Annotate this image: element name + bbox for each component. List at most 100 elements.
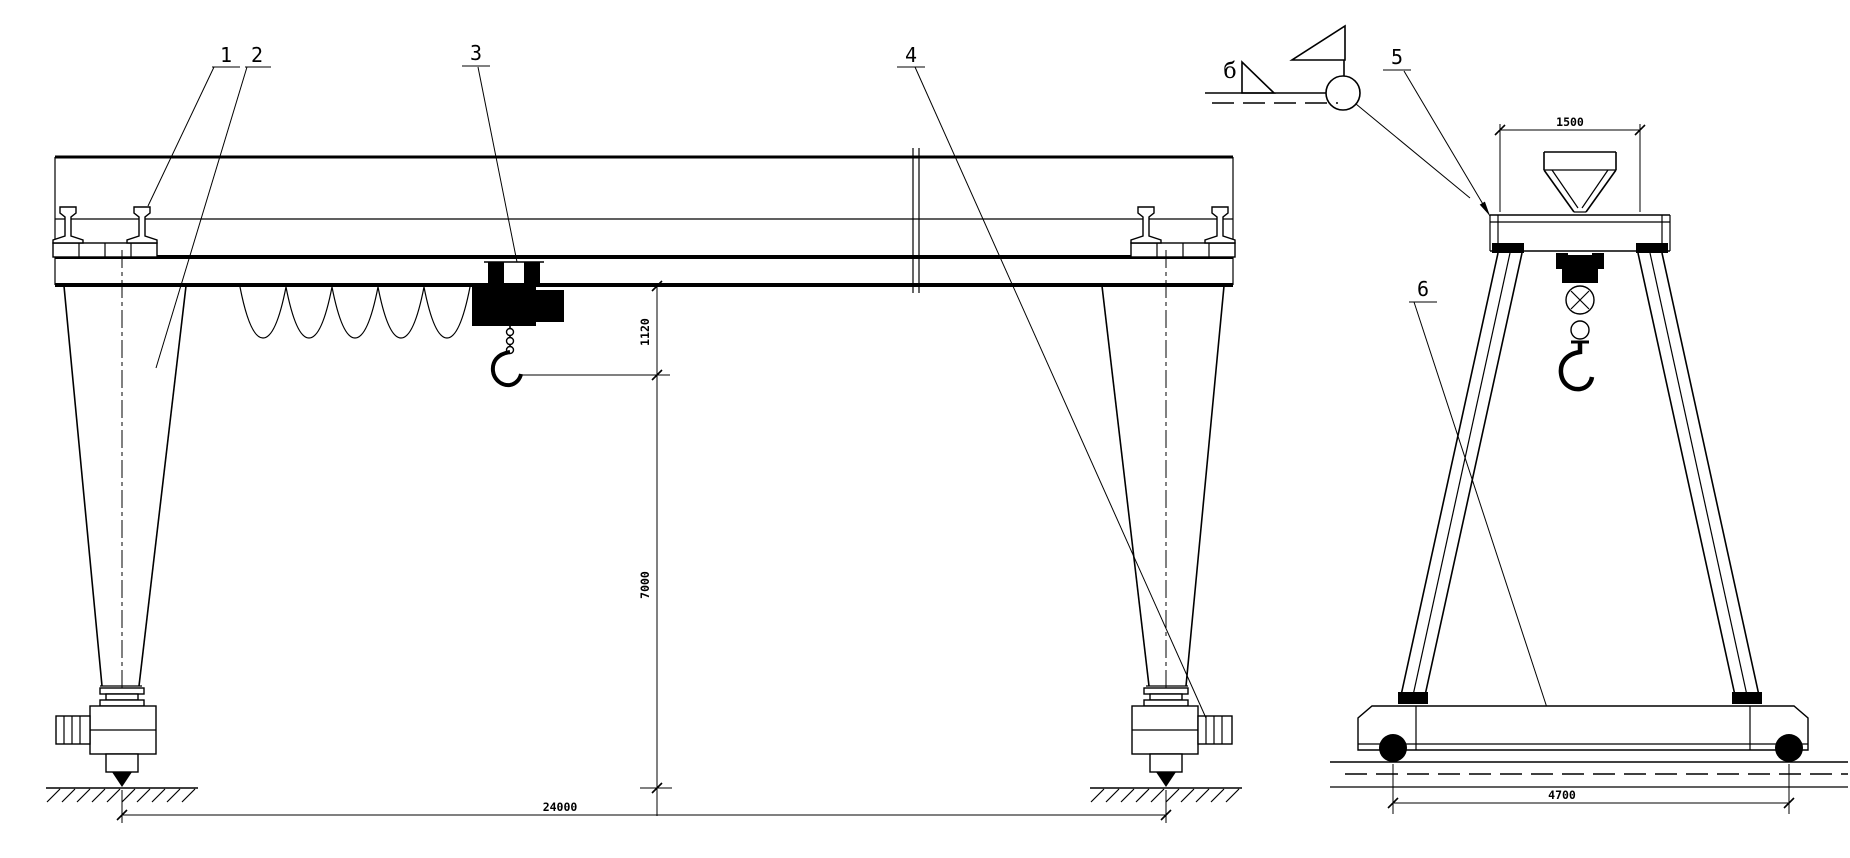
travel-motor: [55, 715, 91, 745]
travel-wheel: [1775, 734, 1803, 762]
leg-flange-plate: [1143, 699, 1189, 707]
festoon-cable: [239, 286, 471, 339]
leg-mid-line: [1411, 252, 1511, 701]
callout-4-leader: [914, 66, 1207, 719]
section-view-label: б: [1223, 59, 1236, 84]
dimension-top-gauge: 1500: [1556, 115, 1584, 129]
callout-1-leader: [147, 66, 215, 207]
leg-outer-edge: [63, 285, 103, 687]
callout-4-label: 4: [905, 43, 917, 67]
trolley-wheel: [524, 262, 540, 284]
leg-flange-plate: [1143, 687, 1189, 695]
cable-hopper: [1543, 151, 1617, 213]
ground-hatching: [1090, 788, 1240, 803]
leg-connection-pad: [1636, 243, 1668, 253]
callout-2-leader: [155, 66, 248, 369]
side-view: б 5 6: [1205, 24, 1848, 814]
leg-flange-plate: [99, 687, 145, 695]
rail-section: [1204, 206, 1236, 244]
section-leader: [1355, 103, 1471, 199]
top-gauge-dimension: 1500: [1494, 115, 1646, 212]
callout-3-leader: [477, 66, 518, 263]
legs-side-view: [1398, 252, 1762, 704]
dimension-hook-to-ground: 7000: [638, 571, 652, 599]
right-leg-assembly: [1101, 250, 1233, 800]
dimension-ticks: [1387, 797, 1795, 809]
rail-base-ribs: [1156, 243, 1210, 257]
leg-inner-edge: [1101, 285, 1150, 687]
rail-section: [52, 206, 84, 244]
section-arrow-flag: [1241, 60, 1276, 94]
carriage-body: [1357, 705, 1809, 751]
hoist-body: [472, 286, 536, 326]
dimension-girder-to-hook: 1120: [638, 318, 652, 346]
callout-3-label: 3: [470, 41, 482, 65]
leg-flange-plate: [99, 699, 145, 707]
vertical-dimensions: 1120 7000: [521, 280, 672, 816]
callout-5-label: 5: [1391, 45, 1403, 69]
callout-6: 6: [1409, 277, 1554, 727]
crane-rails-right: [1130, 206, 1236, 258]
callout-2-label: 2: [251, 43, 263, 67]
end-carriage: [1357, 705, 1809, 762]
front-view: 1120 7000 24000 1 2 3 4: [46, 41, 1242, 823]
hoist-motor: [536, 290, 564, 322]
hoist-end-view: [1556, 253, 1604, 392]
runway-rails: [1330, 761, 1848, 788]
callouts-front: 1 2 3 4: [147, 41, 1207, 719]
dimension-ticks: [116, 809, 1172, 821]
section-marker: б: [1205, 24, 1471, 199]
wheel-block: [105, 753, 139, 773]
rail-section: [1130, 206, 1162, 244]
ground-left: [46, 787, 198, 803]
lifting-hook: [490, 350, 523, 388]
leg-connection-pad: [1492, 243, 1524, 253]
crane-rails-left: [52, 206, 158, 258]
hopper-inner-taper: [1551, 169, 1579, 209]
hopper-taper: [1543, 169, 1575, 213]
leg-foot-pad: [1398, 692, 1428, 704]
hopper-taper: [1585, 169, 1617, 213]
wheel-contact: [1156, 772, 1176, 787]
ground-right: [1090, 787, 1242, 803]
wheel-contact: [112, 772, 132, 787]
chain-link: [505, 336, 515, 346]
chain-link: [505, 327, 515, 337]
dimension-span: 24000: [543, 800, 578, 814]
dimension-ticks: [1494, 124, 1646, 136]
leg-edge: [1661, 252, 1761, 701]
leg-edge: [1637, 252, 1737, 701]
leg-inner-edge: [138, 285, 187, 687]
leg-edge: [1423, 252, 1523, 701]
leg-flange-plate: [105, 693, 139, 701]
rail-section: [126, 206, 158, 244]
lifting-hook: [1558, 342, 1595, 392]
section-circle: [1325, 75, 1361, 111]
leg-edge: [1399, 252, 1499, 701]
wheel-block: [1149, 753, 1183, 773]
trolley-wheel: [488, 262, 504, 284]
section-arrow-flag: [1289, 24, 1346, 61]
wheel-base-dimension: 4700: [1387, 764, 1795, 814]
leg-foot-pad: [1732, 692, 1762, 704]
ground-hatching: [46, 788, 196, 803]
girder-end-view: [1489, 214, 1671, 253]
span-dimension: 24000: [116, 794, 1172, 823]
callout-1-label: 1: [220, 43, 232, 67]
callout-5: 5: [1383, 45, 1491, 217]
leader-arrowhead: [1479, 201, 1490, 216]
electric-hoist: [472, 261, 564, 388]
leg-mid-line: [1649, 252, 1749, 701]
dimension-ticks: [651, 280, 663, 794]
motor-fins: [1205, 716, 1223, 744]
travel-motor: [1197, 715, 1233, 745]
travel-wheel: [1379, 734, 1407, 762]
rail-base-ribs: [78, 243, 132, 257]
left-leg-assembly: [55, 250, 187, 800]
dimension-wheel-base: 4700: [1548, 788, 1576, 802]
leg-outer-edge: [1185, 285, 1225, 687]
callout-6-leader: [1413, 301, 1554, 727]
callout-6-label: 6: [1417, 277, 1429, 301]
